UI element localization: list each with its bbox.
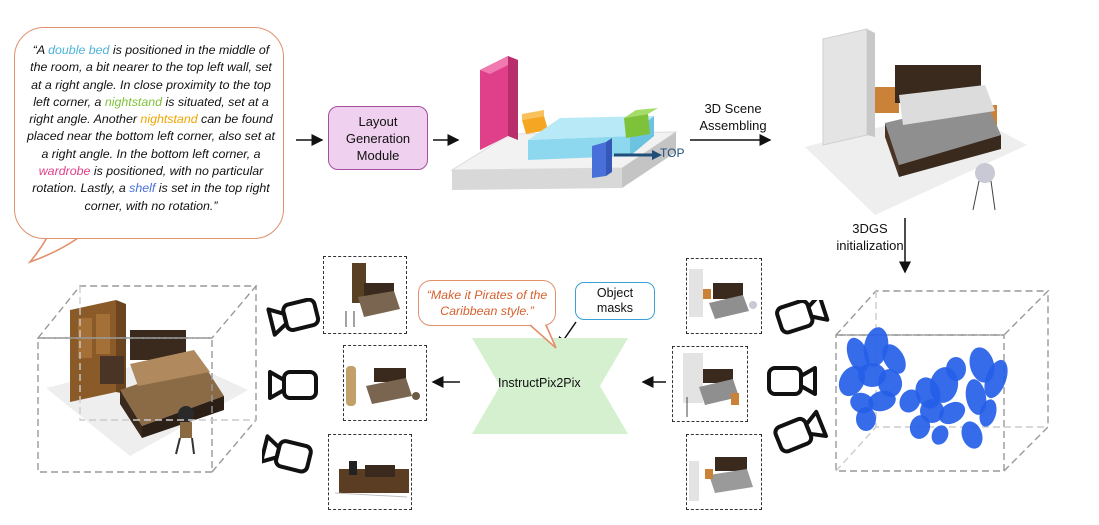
camera-icon <box>775 300 830 335</box>
edited-thumb-1 <box>323 256 407 334</box>
prompt-object-name: nightstand <box>140 112 198 127</box>
prompt-object-name: shelf <box>129 181 156 196</box>
edited-thumb-2 <box>343 345 427 421</box>
gaussian-ellipsoid <box>938 401 966 425</box>
prompt-segment: is positioned, with no particular rotati… <box>32 164 264 196</box>
layout-generation-module: Layout Generation Module <box>328 106 428 170</box>
gaussian-ellipsoid <box>863 327 889 367</box>
gaussian-ellipsoid <box>856 407 876 431</box>
edited-thumb-3 <box>328 434 412 510</box>
nightstand-orange-box <box>522 110 548 134</box>
gaussian-ellipsoid <box>984 359 1008 399</box>
camera-icon <box>268 370 318 400</box>
gaussian-ellipsoid <box>868 390 896 412</box>
layout-module-line1: Layout <box>358 113 398 129</box>
top-direction-label: TOP <box>660 146 685 160</box>
prompt-segment: can be found placed near the bottom left… <box>27 112 275 161</box>
gaussian-ellipsoid <box>931 425 949 445</box>
gaussian-ellipsoid <box>846 337 870 373</box>
layout-module-line2: Generation <box>345 130 411 146</box>
camera-icon <box>767 366 817 396</box>
object-masks-line2: masks <box>596 301 634 315</box>
style-prompt-line1: “Make it Pirates of the <box>426 288 548 302</box>
prompt-segment: is positioned in the middle of the room,… <box>30 43 272 109</box>
wardrobe-box <box>480 56 518 150</box>
instructpix2pix-shape <box>472 338 628 434</box>
camera-icon <box>262 434 313 474</box>
assembled-scene-render <box>805 28 1027 215</box>
prompt-object-name: nightstand <box>104 94 163 109</box>
instructpix2pix-label: InstructPix2Pix <box>498 376 581 390</box>
gaussian-ellipsoid <box>961 421 983 449</box>
nightstand-green-box <box>624 108 658 138</box>
render-thumb-right-3 <box>686 434 762 510</box>
dgs-init-line2: initialization <box>836 238 904 253</box>
prompt-object-name: wardrobe <box>38 164 91 179</box>
dgs-init-line1: 3DGS <box>852 221 888 236</box>
gaussian-ellipsoid <box>946 357 966 381</box>
camera-icon <box>266 298 321 337</box>
scene-assembling-line2: Assembling <box>699 118 767 133</box>
object-masks-line1: Object <box>596 286 634 300</box>
style-prompt-bubble: “Make it Pirates of the Caribbean style.… <box>418 280 556 326</box>
gaussian-ellipsoid <box>877 369 903 397</box>
gaussian-ellipsoid <box>979 399 997 427</box>
dgs-init-label: 3DGS initialization <box>830 220 910 254</box>
camera-icon <box>773 409 828 454</box>
prompt-segment: “A <box>32 43 49 57</box>
edited-scene-cube <box>36 285 258 473</box>
layout-3d-visualization <box>450 56 678 190</box>
style-prompt-line2: Caribbean style.” <box>440 304 534 318</box>
gaussian-ellipsoid <box>899 389 921 413</box>
gaussian-ellipsoid <box>909 415 931 439</box>
gaussian-cube <box>834 290 1050 472</box>
camera-icons-right <box>767 300 830 454</box>
prompt-segment: is set in the top right corner, with no … <box>84 181 270 213</box>
scene-assembling-line1: 3D Scene <box>704 101 762 116</box>
object-masks-box: Object masks <box>575 282 655 320</box>
prompt-object-name: double bed <box>48 43 110 57</box>
camera-icons-left <box>262 298 321 474</box>
render-thumb-right-1 <box>686 258 762 334</box>
layout-text-prompt: “A double bed is positioned in the middl… <box>26 42 276 215</box>
scene-assembling-label: 3D Scene Assembling <box>688 100 778 134</box>
render-thumb-right-2 <box>672 346 748 422</box>
layout-module-line3: Module <box>356 147 400 163</box>
gaussian-ellipsoid <box>882 344 906 374</box>
gaussian-ellipsoid <box>965 379 987 415</box>
shelf-box <box>592 138 612 178</box>
prompt-segment: is situated, set at a right angle. Anoth… <box>29 94 269 127</box>
prompt-bubble <box>14 27 284 239</box>
